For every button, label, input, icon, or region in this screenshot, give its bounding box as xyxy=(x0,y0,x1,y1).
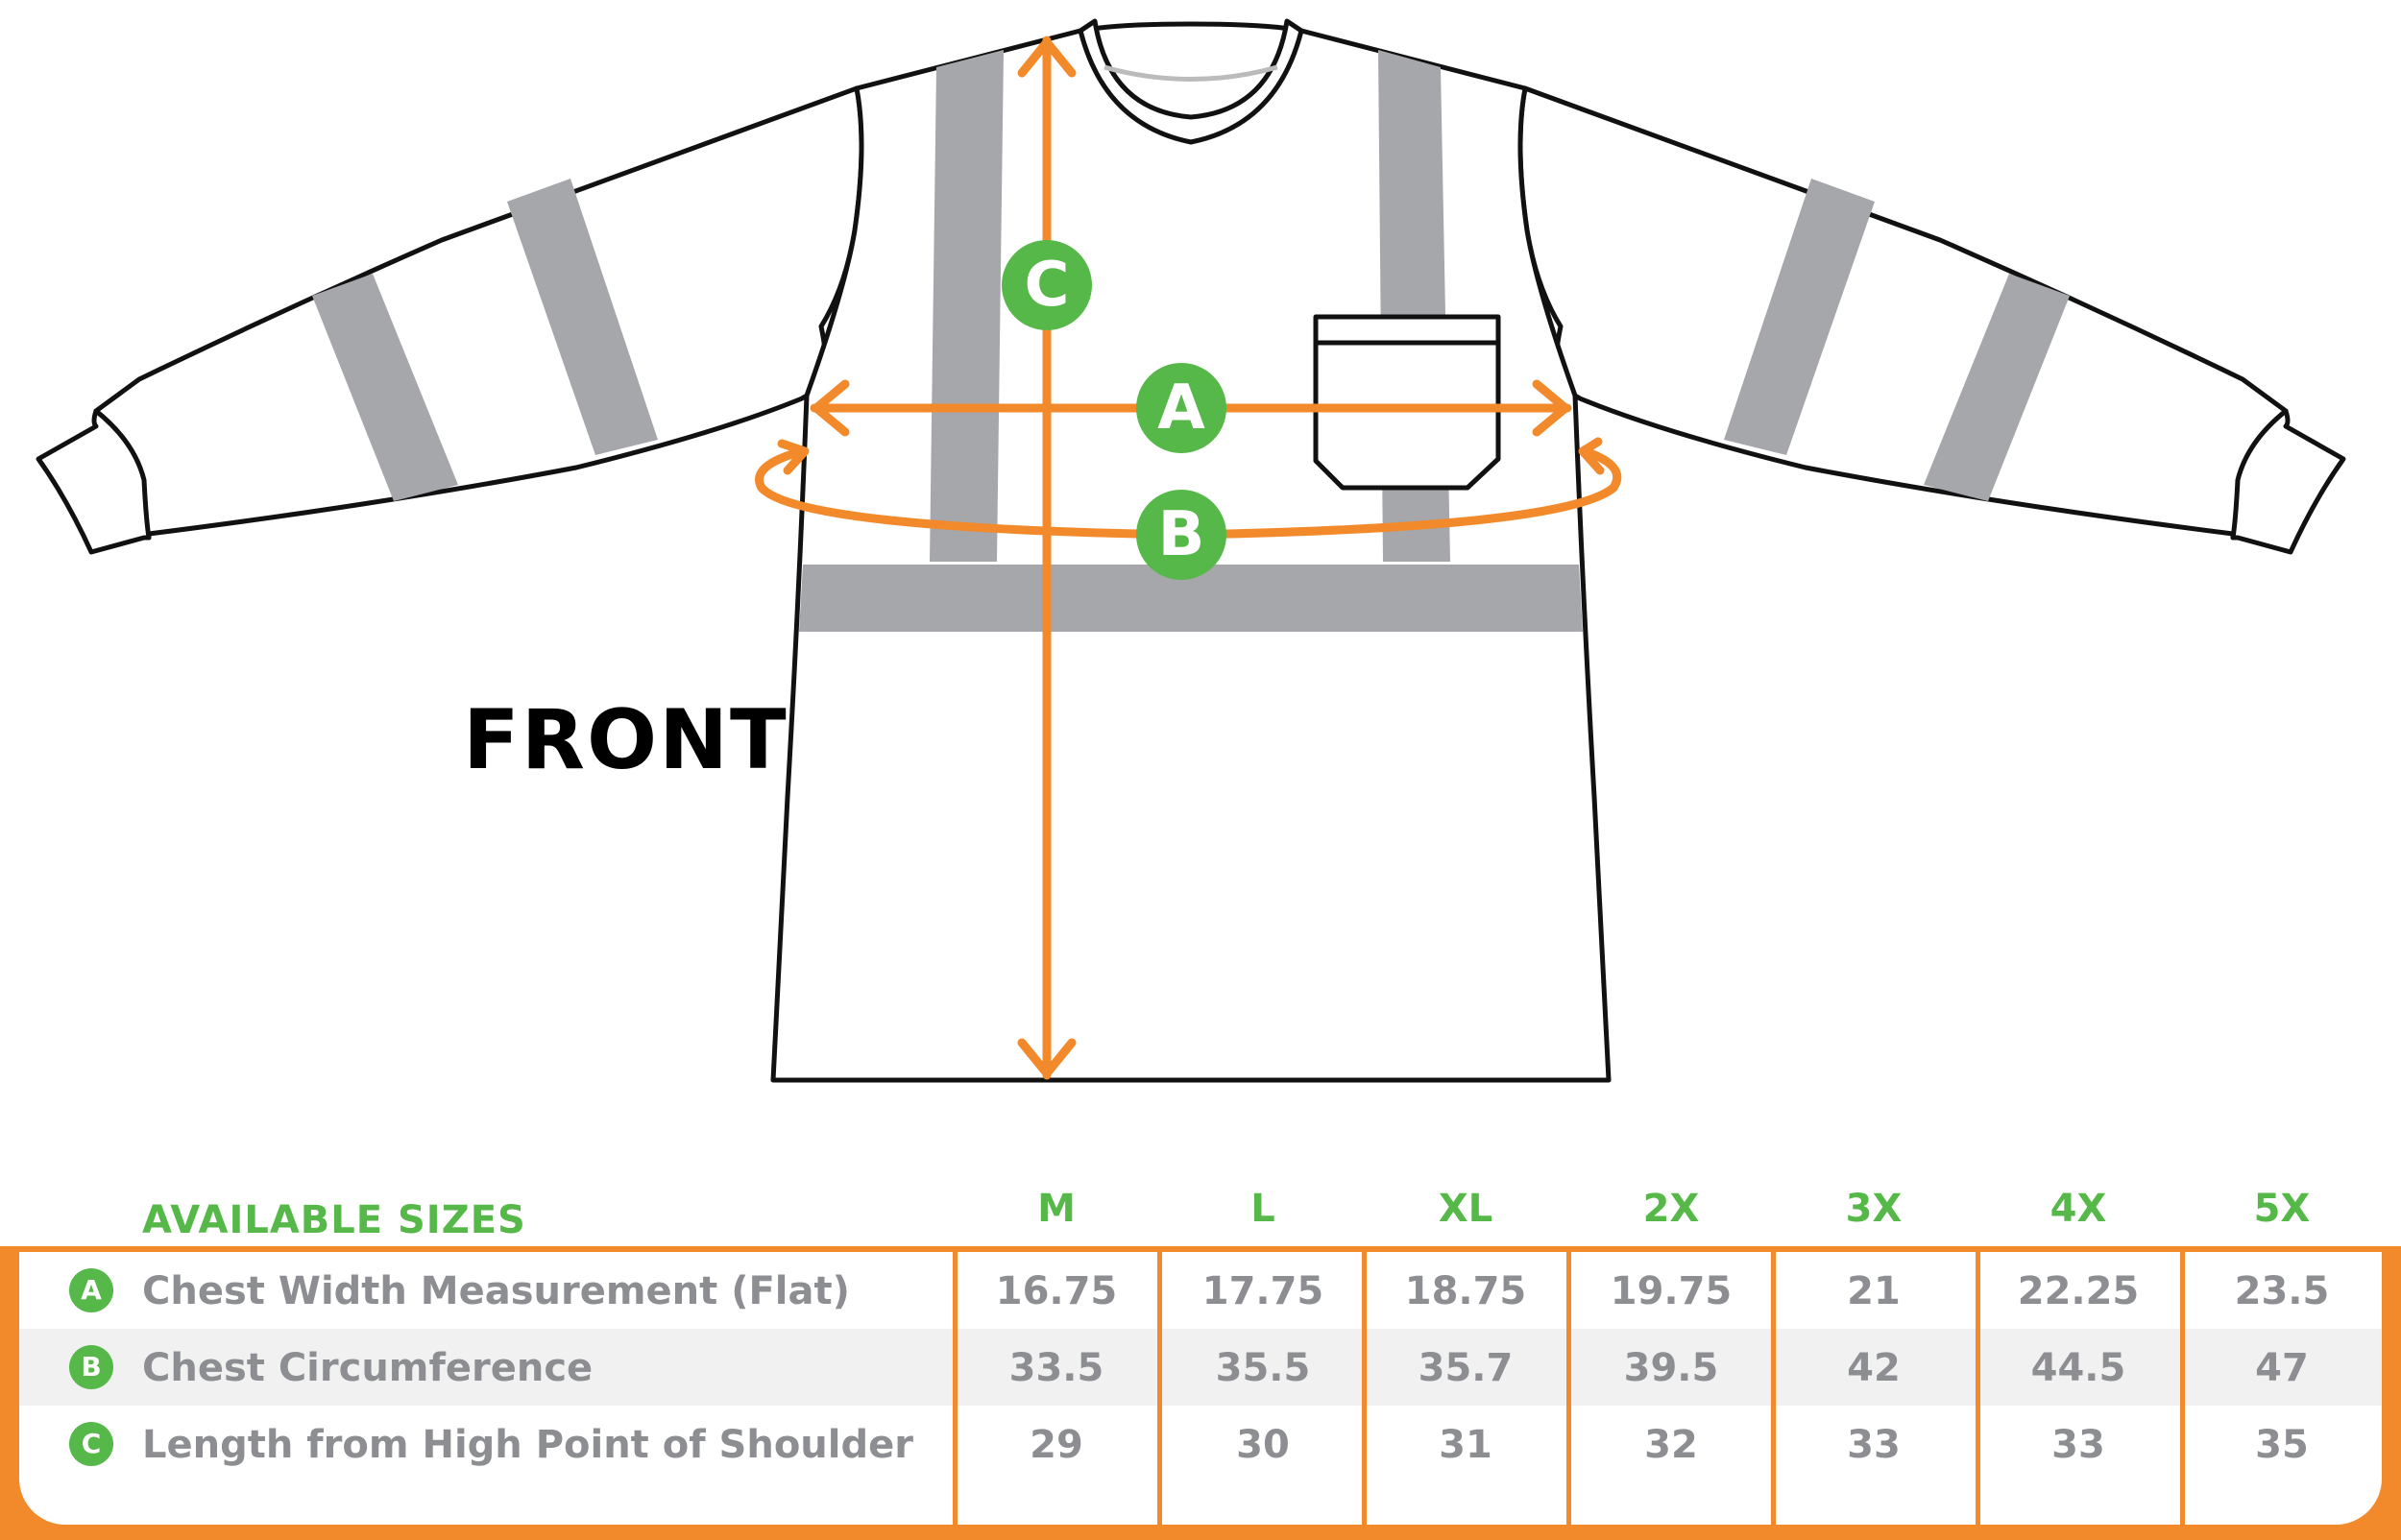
right-sleeve xyxy=(1517,85,2346,555)
table-frame: A Chest Width Measurement (Flat) 16.75 1… xyxy=(0,1246,2401,1540)
table-cell: 17.75 xyxy=(1201,1269,1324,1313)
table-cell: 47 xyxy=(2255,1346,2309,1390)
column-divider xyxy=(1566,1252,1571,1525)
table-cell: 33 xyxy=(1847,1423,1901,1467)
size-chart-table: AVAILABLE SIZES M L XL 2X 3X 4X 5X A Che… xyxy=(0,1123,2401,1540)
size-header-xl: XL xyxy=(1438,1187,1493,1231)
table-cell: 22.25 xyxy=(2017,1269,2140,1313)
table-row-length: C Length from High Point of Shoulder 29 … xyxy=(19,1406,2382,1482)
table-cell: 33 xyxy=(2051,1423,2105,1467)
table-cell: 33.5 xyxy=(1008,1346,1104,1390)
table-cell: 21 xyxy=(1847,1269,1901,1313)
size-header-l: L xyxy=(1250,1187,1275,1231)
collar xyxy=(1078,18,1304,145)
table-cell: 35 xyxy=(2255,1423,2309,1467)
view-label: FRONT xyxy=(463,692,788,788)
measure-length-c xyxy=(1017,36,1077,1080)
row-label-chest-width: Chest Width Measurement (Flat) xyxy=(142,1269,850,1313)
size-header-4x: 4X xyxy=(2049,1187,2107,1231)
left-sleeve xyxy=(36,85,864,555)
table-cell: 32 xyxy=(1644,1423,1698,1467)
chest-pocket xyxy=(1313,314,1501,491)
badge-a: A xyxy=(1136,363,1226,453)
badge-c-label: C xyxy=(1025,250,1070,321)
row-label-chest-circumference: Chest Circumference xyxy=(142,1346,594,1390)
shirt-diagram: C A B FRONT xyxy=(36,18,2346,1083)
table-cell: 31 xyxy=(1439,1423,1492,1467)
row-marker-c: C xyxy=(69,1422,113,1466)
table-cell: 19.75 xyxy=(1610,1269,1733,1313)
table-body: A Chest Width Measurement (Flat) 16.75 1… xyxy=(19,1252,2382,1525)
row-marker-b: B xyxy=(69,1345,113,1389)
size-header-3x: 3X xyxy=(1845,1187,1903,1231)
table-cell: 42 xyxy=(1847,1346,1901,1390)
table-cell: 39.5 xyxy=(1623,1346,1719,1390)
table-row-chest-width: A Chest Width Measurement (Flat) 16.75 1… xyxy=(19,1252,2382,1329)
table-cell: 30 xyxy=(1236,1423,1290,1467)
column-divider xyxy=(1157,1252,1162,1525)
row-label-length: Length from High Point of Shoulder xyxy=(142,1423,913,1467)
column-divider xyxy=(1976,1252,1980,1525)
table-cell: 44.5 xyxy=(2030,1346,2126,1390)
size-header-2x: 2X xyxy=(1642,1187,1700,1231)
table-cell: 18.75 xyxy=(1404,1269,1527,1313)
badge-c: C xyxy=(1002,240,1092,330)
horizontal-band xyxy=(799,565,1583,632)
left-vertical-stripe xyxy=(930,50,1004,562)
table-cell: 35.7 xyxy=(1418,1346,1514,1390)
column-divider xyxy=(953,1252,958,1525)
table-cell: 29 xyxy=(1030,1423,1083,1467)
badge-b-label: B xyxy=(1158,499,1205,570)
column-divider xyxy=(1362,1252,1367,1525)
badge-a-label: A xyxy=(1157,373,1205,444)
row-marker-a: A xyxy=(69,1268,113,1312)
column-divider xyxy=(1771,1252,1776,1525)
size-header-5x: 5X xyxy=(2253,1187,2311,1231)
badge-b: B xyxy=(1136,490,1226,580)
size-header-m: M xyxy=(1037,1187,1076,1231)
available-sizes-title: AVAILABLE SIZES xyxy=(142,1198,526,1242)
table-cell: 35.5 xyxy=(1215,1346,1311,1390)
table-row-chest-circumference: B Chest Circumference 33.5 35.5 35.7 39.… xyxy=(19,1329,2382,1406)
column-divider xyxy=(2180,1252,2185,1525)
table-cell: 23.5 xyxy=(2234,1269,2330,1313)
table-cell: 16.75 xyxy=(995,1269,1118,1313)
